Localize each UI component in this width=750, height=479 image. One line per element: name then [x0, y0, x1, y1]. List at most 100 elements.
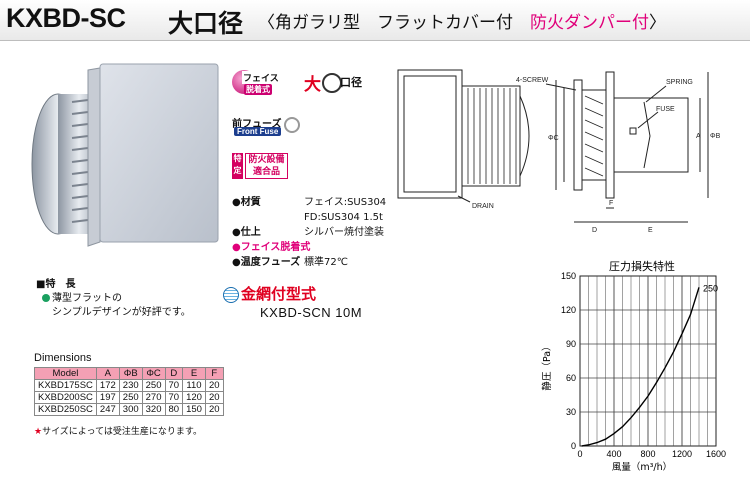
spring-label: SPRING	[666, 79, 693, 86]
y-tick-label: 120	[561, 305, 576, 315]
screw-label: 4-SCREW	[516, 77, 549, 84]
large-diameter-badge: 大 口径	[304, 70, 364, 96]
spec-value: 標準72℃	[304, 257, 348, 268]
dim-label-b: ΦB	[710, 133, 721, 140]
diameter-ring-icon	[322, 73, 342, 93]
subtitle-fire-damper: 防火ダンパー付	[530, 13, 649, 33]
table-cell: 320	[141, 403, 166, 416]
front-fuse-bottom: Front Fuse	[234, 127, 282, 136]
dim-label-a: A	[696, 133, 701, 140]
mesh-icon	[223, 287, 239, 303]
dimensions-title: Dimensions	[34, 352, 92, 364]
table-cell: 300	[118, 403, 143, 416]
spec-value: シルバー焼付塗装	[304, 227, 384, 238]
spec-row: FD:SUS304 1.5t	[232, 210, 383, 225]
mesh-type-title: 金網付型式	[241, 285, 317, 303]
dimensions-header-cell: D	[164, 367, 184, 380]
y-tick-label: 30	[566, 407, 576, 417]
x-tick-label: 1600	[706, 449, 726, 459]
fire-badge-left: 特定	[232, 153, 243, 179]
spec-row: ●材質 フェイス:SUS304	[232, 195, 386, 210]
series-line	[581, 287, 700, 447]
table-cell: 20	[204, 403, 224, 416]
table-cell: KXBD200SC	[34, 391, 97, 404]
chart-ticks: 0 400 800 1200 1600 0 30 60 90 120 150	[561, 271, 726, 459]
dimensions-header-cell: F	[204, 367, 224, 380]
x-tick-label: 400	[606, 449, 621, 459]
dimensions-header-cell: E	[182, 367, 206, 380]
mesh-type-model: KXBD-SCN 10M	[260, 305, 363, 320]
face-removable-badge: フェイス 脱着式	[232, 70, 290, 98]
table-cell: 70	[164, 379, 184, 392]
table-cell: 20	[204, 391, 224, 404]
features-line1-row: 薄型フラットの	[36, 292, 191, 306]
order-note-text: サイズによっては受注生産になります。	[42, 427, 203, 437]
dim-label-e: E	[648, 227, 653, 234]
dim-label-c: ΦC	[548, 135, 559, 142]
spec-label: ●仕上	[232, 227, 261, 238]
dim-label-f: F	[609, 200, 613, 207]
order-note: ★サイズによっては受注生産になります。	[34, 424, 202, 437]
drain-label: DRAIN	[472, 203, 494, 210]
fuse-icon	[284, 117, 300, 133]
green-dot-icon	[42, 294, 50, 302]
features-line1: 薄型フラットの	[52, 293, 122, 304]
x-tick-label: 1200	[672, 449, 692, 459]
subtitle-open: 〈角ガラリ型 フラットカバー付	[258, 13, 530, 33]
spec-value: FD:SUS304 1.5t	[304, 212, 383, 223]
table-cell: 270	[141, 391, 166, 404]
face-badge-bottom: 脱着式	[244, 84, 272, 95]
fuse-label: FUSE	[656, 106, 675, 113]
technical-drawing: 4-SCREW SPRING FUSE DRAIN A ΦB ΦC D E F	[397, 69, 721, 234]
table-cell: 150	[182, 403, 206, 416]
star-icon: ★	[34, 427, 43, 437]
features: ■特 長 薄型フラットの シンプルデザインが好評です。	[36, 278, 191, 320]
series-label: 250	[703, 283, 718, 293]
diameter-suffix: 口径	[340, 76, 362, 89]
front-fuse-badge: 前フューズ Front Fuse	[232, 115, 302, 139]
dim-label-d: D	[592, 227, 597, 234]
y-tick-label: 0	[571, 441, 576, 451]
table-cell: 80	[164, 403, 184, 416]
dimensions-header-cell: Model	[34, 367, 97, 380]
y-tick-label: 150	[561, 271, 576, 281]
dimensions-header-cell: A	[95, 367, 120, 380]
face-badge-top: フェイス	[242, 71, 280, 84]
x-tick-label: 0	[577, 449, 582, 459]
spec-value: フェイス:SUS304	[304, 197, 387, 208]
table-cell: 250	[141, 379, 166, 392]
fire-badge-right: 防火設備適合品	[245, 153, 288, 179]
table-cell: 172	[95, 379, 120, 392]
y-tick-label: 60	[566, 373, 576, 383]
x-tick-label: 800	[640, 449, 655, 459]
table-cell: 250	[118, 391, 143, 404]
size-label: 大口径	[168, 9, 244, 38]
table-cell: KXBD250SC	[34, 403, 97, 416]
features-heading: ■特 長	[36, 279, 76, 290]
spec-row: ●フェイス脱着式	[232, 240, 310, 255]
model-title: KXBD-SC	[6, 3, 126, 33]
table-cell: 20	[204, 379, 224, 392]
table-cell: 197	[95, 391, 120, 404]
large-char: 大	[304, 75, 321, 95]
y-tick-label: 90	[566, 339, 576, 349]
spec-label: ●材質	[232, 197, 261, 208]
chart-xlabel: 風量（m³/h）	[612, 461, 672, 473]
header-bar	[0, 0, 750, 41]
chart-ylabel: 静圧（Pa）	[541, 341, 553, 390]
table-cell: KXBD175SC	[34, 379, 97, 392]
spec-label: ●フェイス脱着式	[232, 242, 311, 253]
fire-badge-line2: 適合品	[252, 167, 280, 177]
chart-grid	[579, 275, 717, 447]
spec-row: ●温度フューズ標準72℃	[232, 255, 348, 270]
subtitle-close: 〉	[649, 13, 666, 33]
fire-equipment-badge: 特定 防火設備適合品	[232, 153, 288, 179]
